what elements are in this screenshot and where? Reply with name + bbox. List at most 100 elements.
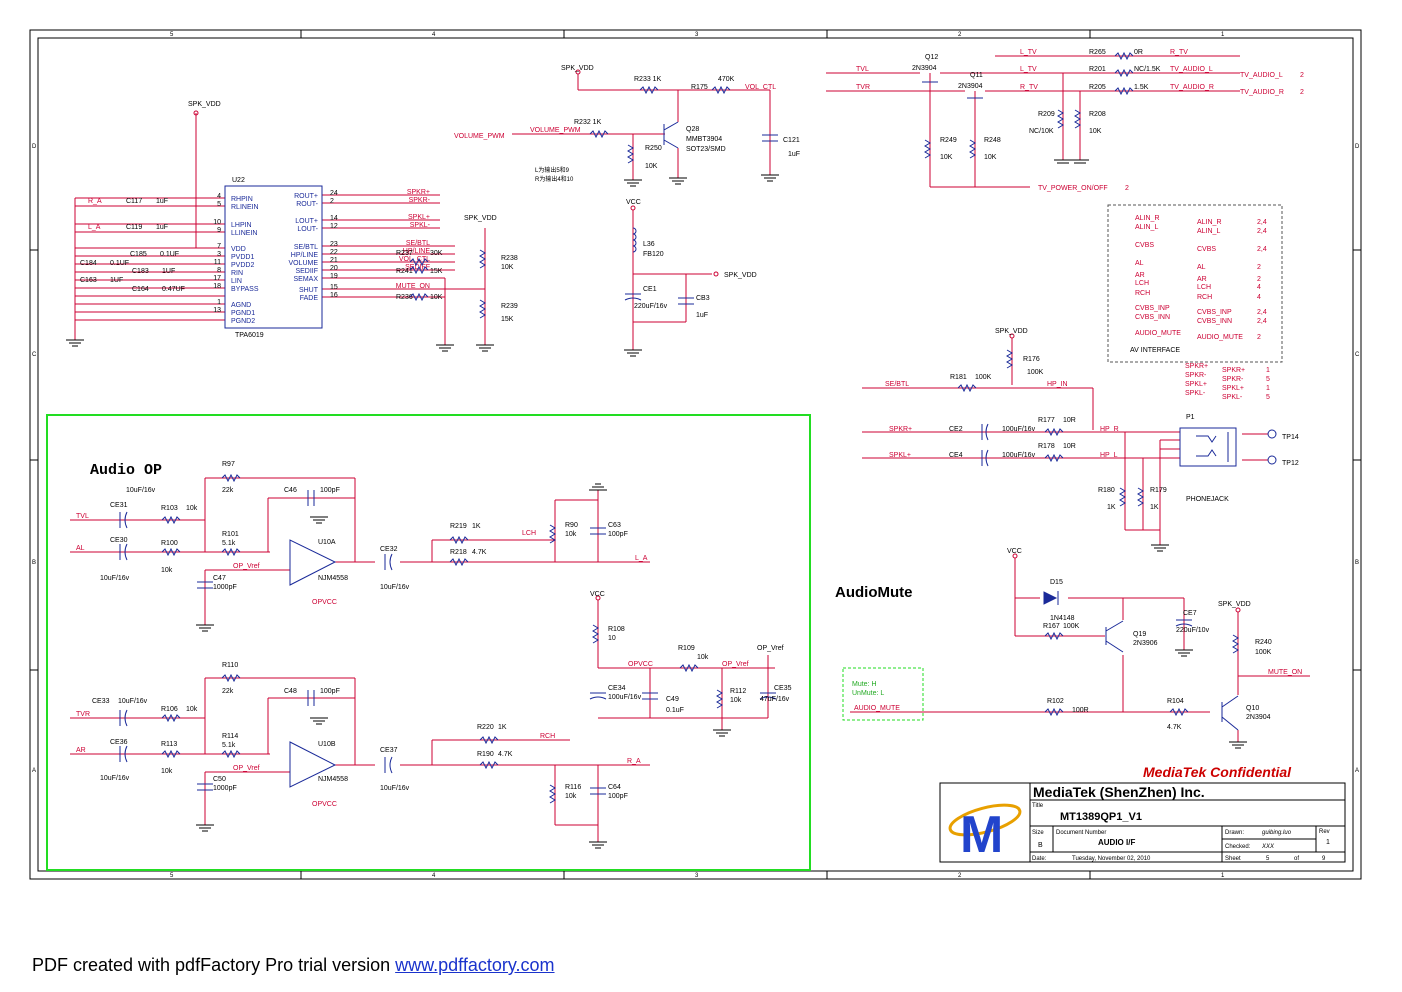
l36-label: L36 xyxy=(643,241,655,248)
r249-label: R249 xyxy=(940,137,957,144)
r190-label: R190 xyxy=(477,751,494,758)
c46-label: C46 xyxy=(284,487,297,494)
title-value: MT1389QP1_V1 xyxy=(1060,811,1142,823)
ce36-label: CE36 xyxy=(110,739,128,746)
mute-labels: VCC D15 1N4148 R167 100K Q19 2N3906 CE7 … xyxy=(852,548,1302,731)
u22-pin-number: 23 xyxy=(330,241,338,248)
u22-chip xyxy=(224,185,323,329)
cap-ref: C163 xyxy=(80,277,97,284)
r108-val: 10 xyxy=(608,635,616,642)
r110-val: 22k xyxy=(222,688,234,695)
tv-wires xyxy=(826,55,1240,188)
u22-output-net: SEDIFF xyxy=(405,264,430,271)
r250-label: R250 xyxy=(645,145,662,152)
col-label: 1 xyxy=(1221,32,1225,38)
op-grounds xyxy=(196,483,731,849)
ce7-label: CE7 xyxy=(1183,610,1197,617)
u22-pin-number: 15 xyxy=(330,284,338,291)
spk-net: SPKR+ xyxy=(1185,363,1208,370)
net-spkr-plus: SPKR+ xyxy=(889,426,912,433)
u22-pin-name: LOUT- xyxy=(297,226,318,233)
av-port: AUDIO_MUTE xyxy=(1197,334,1243,341)
u10b-part: NJM4558 xyxy=(318,776,348,783)
audio-op-highlight xyxy=(46,414,811,871)
q11-part: 2N3904 xyxy=(958,83,983,90)
av-port: CVBS xyxy=(1197,246,1216,253)
u22-pin-name: SHUT xyxy=(299,287,319,294)
r112-val: 10k xyxy=(730,697,742,704)
u22-pin-number: 5 xyxy=(217,201,221,208)
av-interface-title: AV INTERFACE xyxy=(1130,347,1180,354)
ce4-val: 100uF/16v xyxy=(1002,452,1036,459)
r181-val: 100K xyxy=(975,374,992,381)
port-sheet: 2 xyxy=(1300,89,1304,96)
spk-vdd-out: SPK_VDD xyxy=(724,272,757,279)
tv-labels: Q12 2N3904 Q11 2N3904 R249 10K R248 10K … xyxy=(912,49,1161,161)
ce33-label: CE33 xyxy=(92,698,110,705)
r167-val: 100K xyxy=(1063,623,1080,630)
drawn-value: guibing.luo xyxy=(1262,830,1292,836)
r181-label: R181 xyxy=(950,374,967,381)
r238-ref: R238 xyxy=(501,255,518,262)
r239-val: 15K xyxy=(501,316,514,323)
net-lch: LCH xyxy=(522,530,536,537)
ce33-val: 10uF/16v xyxy=(118,698,148,705)
col-label: 2 xyxy=(958,873,962,879)
r250-val: 10K xyxy=(645,163,658,170)
cap-value: 1UF xyxy=(162,268,175,275)
r113-val: 10k xyxy=(161,768,173,775)
row-label: D xyxy=(32,144,37,150)
r205-val: 1.5K xyxy=(1134,84,1149,91)
c50-val: 1000pF xyxy=(213,785,237,792)
r100-val: 10k xyxy=(161,567,173,574)
q12-part: 2N3904 xyxy=(912,65,937,72)
spk-net: SPKL+ xyxy=(1185,381,1207,388)
spk-port: SPKL- xyxy=(1222,394,1243,401)
u22-pin-number: 11 xyxy=(214,259,221,266)
d15-part: 1N4148 xyxy=(1050,615,1075,622)
r116-label: R116 xyxy=(565,784,581,791)
av-net: CVBS_INP xyxy=(1135,305,1170,312)
u22-pin-name: HP/LINE xyxy=(291,252,319,259)
r209-val: NC/10K xyxy=(1029,128,1054,135)
tv-parts xyxy=(922,51,1134,159)
footer-link[interactable]: www.pdffactory.com xyxy=(395,955,555,975)
net-hp-r: HP_R xyxy=(1100,426,1119,433)
u22-pin-number: 9 xyxy=(217,227,221,234)
spk-sheet: 5 xyxy=(1266,376,1270,383)
r90-label: R90 xyxy=(565,522,578,529)
av-net: CVBS xyxy=(1135,242,1154,249)
sheet-label: Sheet xyxy=(1225,856,1241,862)
spk-vdd-node xyxy=(1009,333,1015,339)
spk-vdd-node xyxy=(1235,607,1241,613)
hp-parts xyxy=(957,349,1277,507)
ce32-val: 10uF/16v xyxy=(380,584,410,591)
u22-pin-number: 16 xyxy=(330,292,338,299)
u22-output-net: SE/BTL xyxy=(406,240,430,247)
av-net: AL xyxy=(1135,260,1144,267)
u22-pin-name: BYPASS xyxy=(231,286,259,293)
net-hp-l: HP_L xyxy=(1100,452,1118,459)
cap-value: 1uF xyxy=(156,224,168,231)
u22-pin-name: SE/BTL xyxy=(294,244,318,251)
r106-val: 10k xyxy=(186,706,198,713)
net-r-tv-2: R_TV xyxy=(1170,49,1188,56)
r220-val: 1K xyxy=(498,724,507,731)
ce1-label: CE1 xyxy=(643,286,657,293)
cap-value: 0.1UF xyxy=(160,251,179,258)
c49-val: 0.1uF xyxy=(666,707,684,714)
r113-label: R113 xyxy=(161,741,177,748)
u22-pin-number: 14 xyxy=(330,215,338,222)
port-sheet: 2 xyxy=(1125,185,1129,192)
ce34-label: CE34 xyxy=(608,685,626,692)
r177-label: R177 xyxy=(1038,417,1055,424)
vcc-node xyxy=(595,595,601,601)
q19-label: Q19 xyxy=(1133,631,1146,638)
u22-pin-name: RIN xyxy=(231,270,243,277)
company-name: MediaTek (ShenZhen) Inc. xyxy=(1033,784,1205,800)
cap-ref: C164 xyxy=(132,286,149,293)
cb3-val: 1uF xyxy=(696,312,708,319)
u22-pin-number: 7 xyxy=(217,243,221,250)
